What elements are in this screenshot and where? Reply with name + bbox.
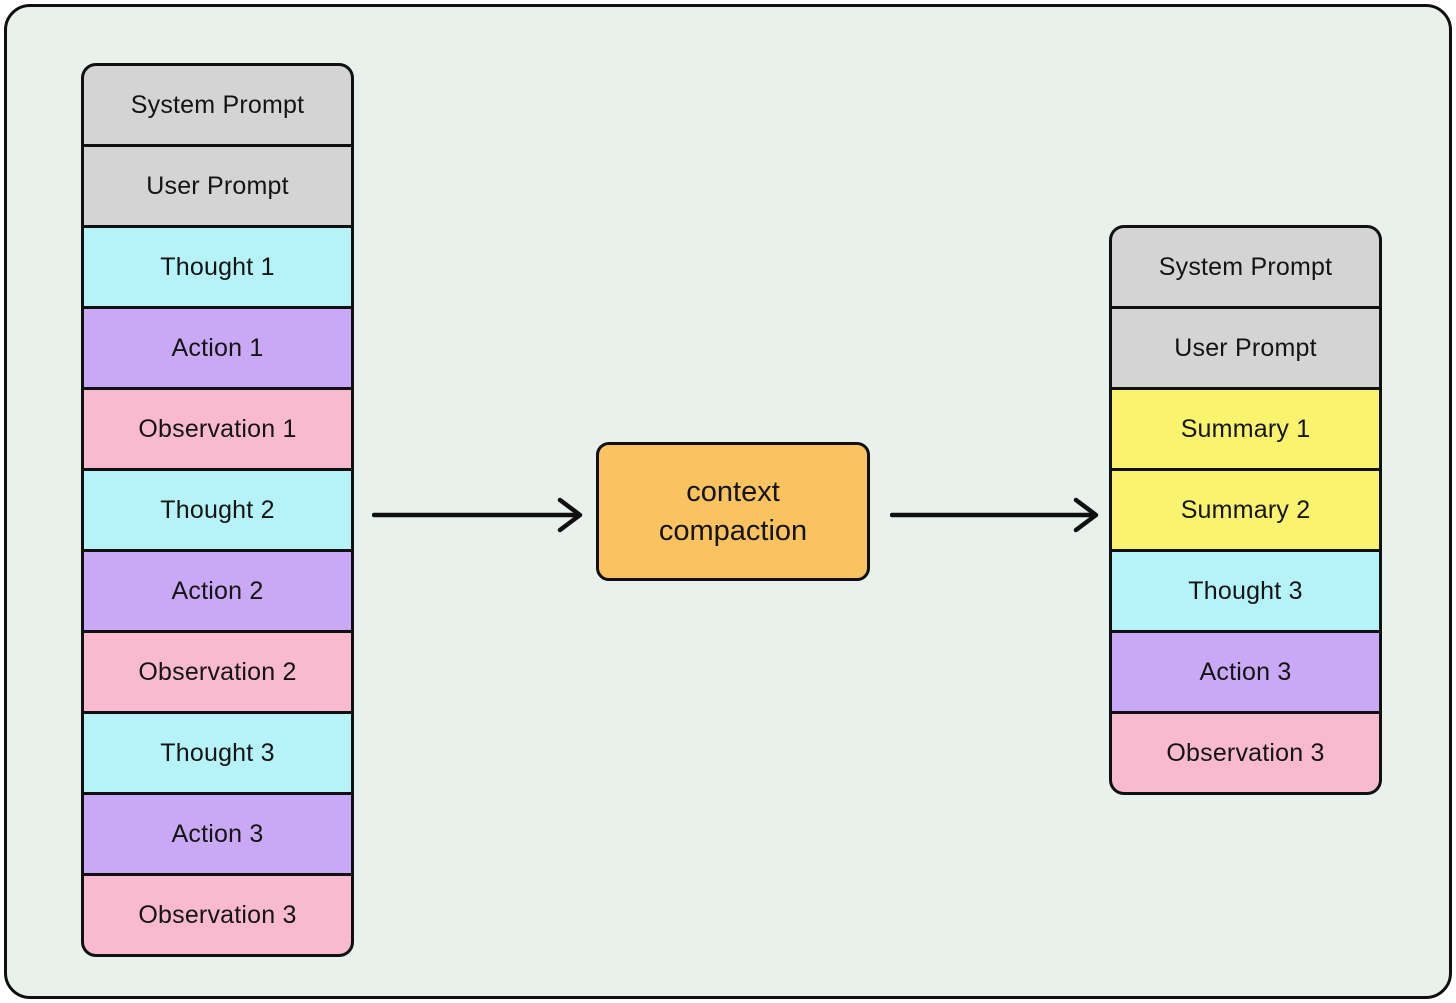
left-row-observation-1: Observation 1 [84,387,351,468]
context-stack-before: System Prompt User Prompt Thought 1 Acti… [81,63,354,957]
context-stack-after: System Prompt User Prompt Summary 1 Summ… [1109,225,1382,795]
left-row-observation-2: Observation 2 [84,630,351,711]
right-row-action-3: Action 3 [1112,630,1379,711]
diagram-canvas: System Prompt User Prompt Thought 1 Acti… [4,4,1452,999]
arrow-right-icon [890,493,1102,537]
left-row-observation-3: Observation 3 [84,873,351,954]
right-row-summary-2: Summary 2 [1112,468,1379,549]
left-row-thought-1: Thought 1 [84,225,351,306]
right-row-thought-3: Thought 3 [1112,549,1379,630]
left-row-thought-3: Thought 3 [84,711,351,792]
left-row-thought-2: Thought 2 [84,468,351,549]
arrow-right-icon [372,493,586,537]
left-row-user-prompt: User Prompt [84,144,351,225]
right-row-observation-3: Observation 3 [1112,711,1379,792]
left-row-action-3: Action 3 [84,792,351,873]
right-row-summary-1: Summary 1 [1112,387,1379,468]
left-row-action-2: Action 2 [84,549,351,630]
context-compaction-box: context compaction [596,442,870,581]
left-row-system-prompt: System Prompt [84,66,351,144]
right-row-system-prompt: System Prompt [1112,228,1379,306]
left-row-action-1: Action 1 [84,306,351,387]
right-row-user-prompt: User Prompt [1112,306,1379,387]
